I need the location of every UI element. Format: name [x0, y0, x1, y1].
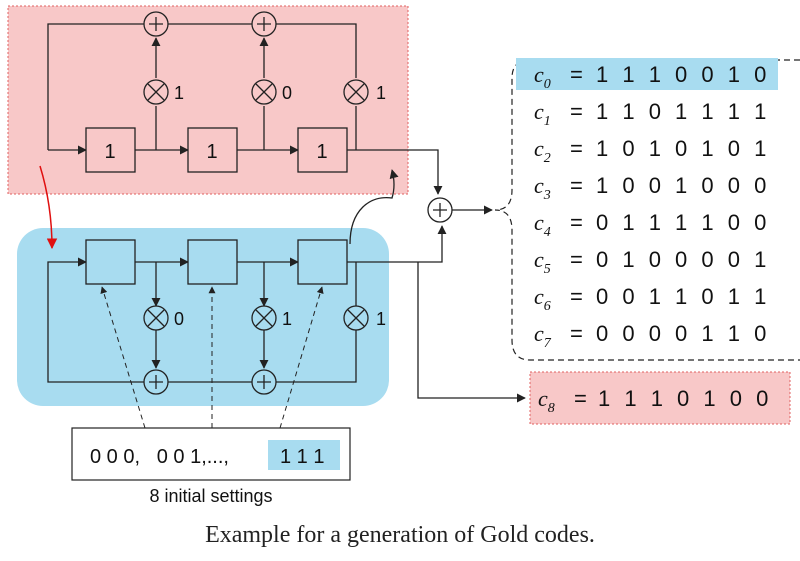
code-value: 0 0 1 1 0 1 1 — [596, 284, 770, 309]
code-equals: = — [570, 173, 583, 198]
top-cell-3-value: 1 — [316, 141, 327, 163]
bottom-cell-1 — [85, 239, 136, 285]
top-tap-coeff-1: 1 — [174, 83, 184, 103]
bottom-tap-coeff-3: 1 — [376, 309, 386, 329]
bottom-adder-2 — [251, 369, 277, 395]
bottom-tap-coeff-1: 0 — [174, 309, 184, 329]
code-equals: = — [570, 62, 583, 87]
figure-caption: Example for a generation of Gold codes. — [205, 522, 595, 548]
code-label: c6 — [534, 284, 551, 314]
initial-settings-label: 8 initial settings — [149, 486, 273, 506]
code-label: c2 — [534, 136, 551, 166]
bottom-adder-1 — [143, 369, 169, 395]
bottom-tap-coeff-2: 1 — [282, 309, 292, 329]
code-equals: = — [570, 247, 583, 272]
bottom-multiplier-2 — [251, 305, 277, 331]
top-multiplier-2 — [251, 79, 277, 105]
top-adder-2 — [251, 11, 277, 37]
bottom-cell-2 — [187, 239, 238, 285]
top-cell-2 — [187, 127, 238, 173]
initial-settings-last: 1 1 1 — [280, 446, 324, 468]
bottom-multiplier-1 — [143, 305, 169, 331]
code-equals: = — [570, 284, 583, 309]
code-row-3: c3 = 1 0 0 1 0 0 0 — [534, 173, 770, 203]
c8-value: 1 1 1 0 1 0 0 — [598, 386, 772, 411]
top-cell-1-value: 1 — [104, 141, 115, 163]
codes-bracket — [494, 59, 800, 361]
code-value: 0 1 1 1 1 0 0 — [596, 210, 770, 235]
top-cell-3 — [297, 127, 348, 173]
code-label: c4 — [534, 210, 551, 240]
code-row-4: c4 = 0 1 1 1 1 0 0 — [534, 210, 770, 240]
c8-equals: = — [574, 386, 587, 411]
code-equals: = — [570, 99, 583, 124]
code-row-1: c1 = 1 1 0 1 1 1 1 — [534, 99, 770, 129]
code-value: 1 1 0 1 1 1 1 — [596, 99, 770, 124]
code-value: 1 1 1 0 0 1 0 — [596, 62, 770, 87]
code-label: c7 — [534, 321, 552, 351]
c0-highlight — [516, 58, 778, 90]
code-row-5: c5 = 0 1 0 0 0 0 1 — [534, 247, 770, 277]
initial-settings-values: 0 0 0, 0 0 1,..., — [90, 446, 229, 468]
code-row-6: c6 = 0 0 1 1 0 1 1 — [534, 284, 770, 314]
top-register — [47, 23, 443, 195]
code-value: 1 0 0 1 0 0 0 — [596, 173, 770, 198]
code-value: 0 1 0 0 0 0 1 — [596, 247, 770, 272]
combining-adder — [427, 197, 453, 223]
top-multiplier-3 — [343, 79, 369, 105]
top-cell-1 — [85, 127, 136, 173]
code-value: 0 0 0 0 1 1 0 — [596, 321, 770, 346]
settings-dashed-lines — [100, 286, 324, 429]
bottom-register — [47, 225, 526, 403]
top-tap-coeff-3: 1 — [376, 83, 386, 103]
code-equals: = — [570, 321, 583, 346]
code-value: 1 0 1 0 1 0 1 — [596, 136, 770, 161]
initial-settings-highlight — [268, 440, 340, 470]
code-equals: = — [570, 210, 583, 235]
c8-box — [529, 371, 791, 425]
top-multiplier-1 — [143, 79, 169, 105]
code-label: c1 — [534, 99, 551, 129]
code-label: c3 — [534, 173, 551, 203]
code-row-2: c2 = 1 0 1 0 1 0 1 — [534, 136, 770, 166]
top-adder-1 — [143, 11, 169, 37]
top-tap-coeff-2: 0 — [282, 83, 292, 103]
red-arrow — [39, 165, 58, 250]
code-row-7: c7 = 0 0 0 0 1 1 0 — [534, 321, 770, 351]
code-equals: = — [570, 136, 583, 161]
bottom-multiplier-3 — [343, 305, 369, 331]
code-list: c0=1 1 1 0 0 1 0c1=1 1 0 1 1 1 1c2=1 0 1… — [534, 62, 770, 351]
top-cell-2-value: 1 — [206, 141, 217, 163]
code-label: c5 — [534, 247, 551, 277]
bottom-cell-3 — [297, 239, 348, 285]
curved-arrow — [349, 169, 399, 245]
